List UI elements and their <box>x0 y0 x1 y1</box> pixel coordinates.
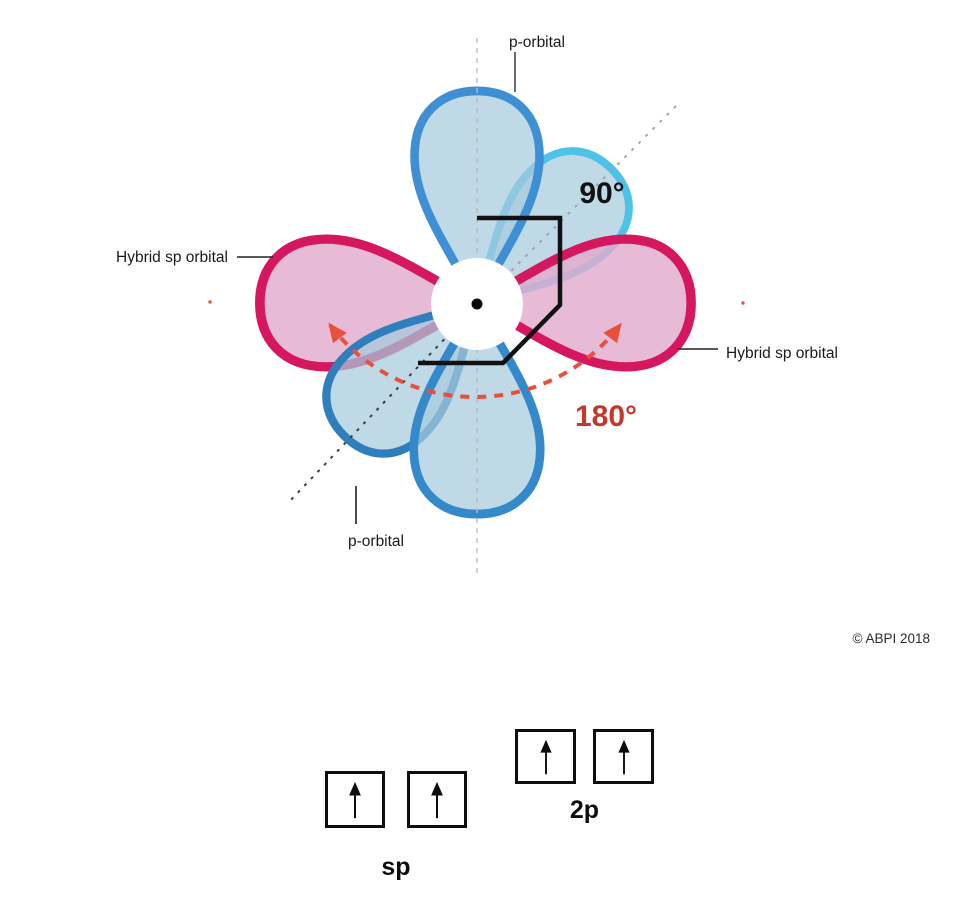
diagonal-axis-dashed-line-lower <box>287 304 478 504</box>
up-arrow-icon <box>349 781 361 818</box>
nucleus-dot <box>471 298 483 310</box>
2p-group-label: 2p <box>569 796 600 824</box>
diagonal-axis-dashed-line-upper <box>476 105 677 306</box>
p-orbital-top-label: p-orbital <box>509 34 565 51</box>
up-arrow-icon <box>539 739 552 774</box>
red-dot-left <box>208 300 212 304</box>
orbital-box-2p-1 <box>515 729 576 784</box>
orbital-diagram: 90° 180° p-orbital p-orbital Hybrid sp o… <box>116 34 838 576</box>
p-orbital-bottom-label: p-orbital <box>348 533 404 550</box>
angle-180-label: 180° <box>575 400 637 433</box>
hybrid-sp-right-label: Hybrid sp orbital <box>726 345 838 362</box>
copyright-notice: © ABPI 2018 <box>852 631 931 646</box>
right-angle-marker <box>418 215 563 366</box>
orbital-box-2p-2 <box>593 729 654 784</box>
orbital-box-sp-1 <box>325 771 385 828</box>
up-arrow-icon <box>617 739 630 774</box>
sp-group-label: sp <box>381 853 411 881</box>
orbital-box-sp-2 <box>407 771 467 828</box>
red-dot-right <box>741 301 745 305</box>
angle-90-label: 90° <box>579 177 624 210</box>
up-arrow-icon <box>431 781 443 818</box>
hybrid-sp-left-label: Hybrid sp orbital <box>116 249 228 266</box>
